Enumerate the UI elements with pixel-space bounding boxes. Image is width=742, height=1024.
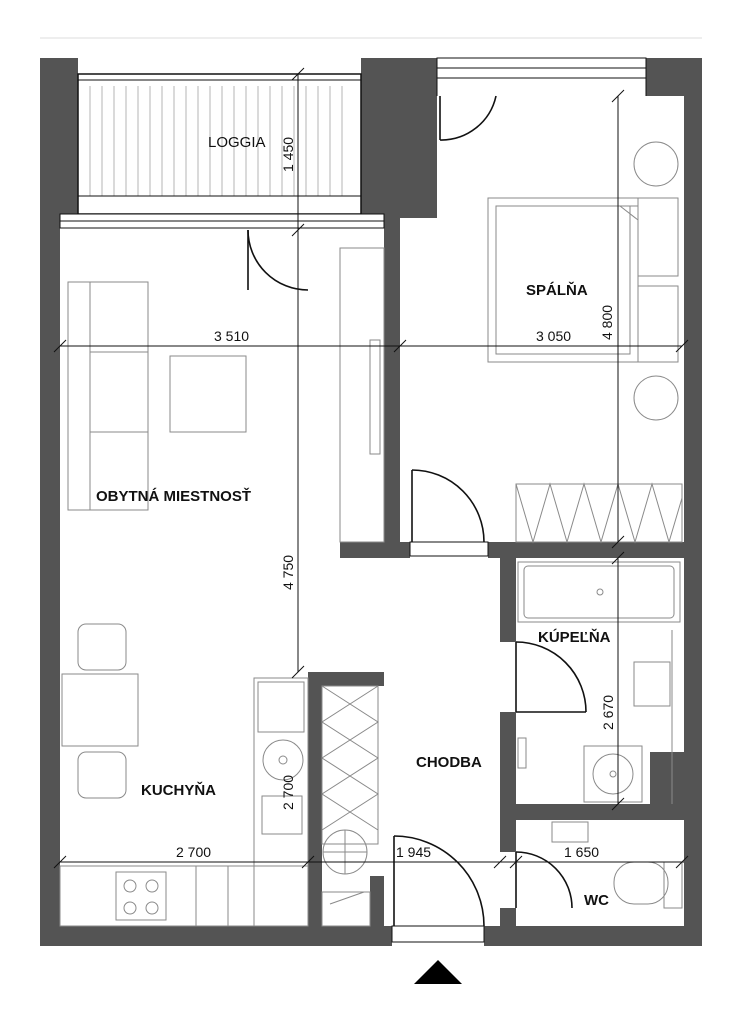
dining-table [61,673,139,747]
plant-bottom [633,375,679,421]
room-label-kitchen: KUCHYŇA [141,781,216,799]
loggia-left-pier [40,58,78,216]
hall-wall-top [308,672,384,686]
loggia-floor-slats [89,86,343,196]
kitchen-sink [261,795,303,835]
bedroom-left-wall [384,96,400,542]
bath-wc-wall [500,804,684,820]
plant-top [633,141,679,187]
room-label-bedroom: SPÁLŇA [526,281,588,299]
loggia-door-swing [247,229,309,291]
bedroom-window [436,57,647,96]
room-label-wc: WC [584,892,609,909]
hall-storage [321,685,379,845]
wall-right [684,58,702,946]
bedroom-door-swing [411,469,485,543]
dim-bathroom-depth: 2 670 [600,695,616,730]
bath-basin-small [633,661,671,707]
sofa [67,281,149,511]
loggia [59,73,385,229]
dim-kitchen-depth: 2 700 [280,775,296,810]
room-label-loggia: LOGGIA [208,134,266,151]
bed [487,197,639,363]
wc-basin [551,821,589,843]
washing-machine [583,745,643,803]
wall-bottom-right [484,926,702,946]
wall-left [40,58,60,946]
coffee-table [169,355,247,433]
chair-bottom [77,751,127,799]
bath-left-lower [500,712,516,852]
hall-stub [370,876,384,946]
bath-left-upper [500,558,516,642]
room-label-bathroom: KÚPEĽŇA [538,628,611,646]
dimension-lines [53,67,689,869]
bathroom-door-swing [515,641,587,713]
toilet [613,861,669,905]
walls [40,58,702,946]
cooktop [115,871,167,921]
bedroom-bottom-left [340,542,410,558]
entrance-arrow-icon [414,960,462,984]
chair-top [77,623,127,671]
bathtub [517,561,681,623]
doors [247,95,587,943]
dim-bedroom-depth: 4 800 [599,305,615,340]
furniture [59,141,683,927]
kitchen-counter-bottom [59,865,309,927]
dim-kitchen-width: 2 700 [176,844,211,860]
dim-hall-width: 1 945 [396,844,431,860]
wall-bottom-left [40,926,392,946]
wardrobe-bedroom [515,483,683,543]
wardrobe-living [339,247,385,543]
room-label-hall: CHODBA [416,754,482,771]
kitchen-sink-round [262,739,304,781]
dim-wc-width: 1 650 [564,844,599,860]
dim-living-depth: 4 750 [280,555,296,590]
dim-living-width: 3 510 [214,328,249,344]
dim-bedroom-width: 3 050 [536,328,571,344]
wc-door-swing [515,851,573,909]
bedroom-bottom-right [488,542,684,558]
room-label-living: OBYTNÁ MIESTNOSŤ [96,487,251,505]
dim-loggia-depth: 1 450 [280,137,296,172]
wc-left-lower [500,908,516,946]
hall-wall-left [308,672,322,946]
bath-right-pier [650,752,684,804]
